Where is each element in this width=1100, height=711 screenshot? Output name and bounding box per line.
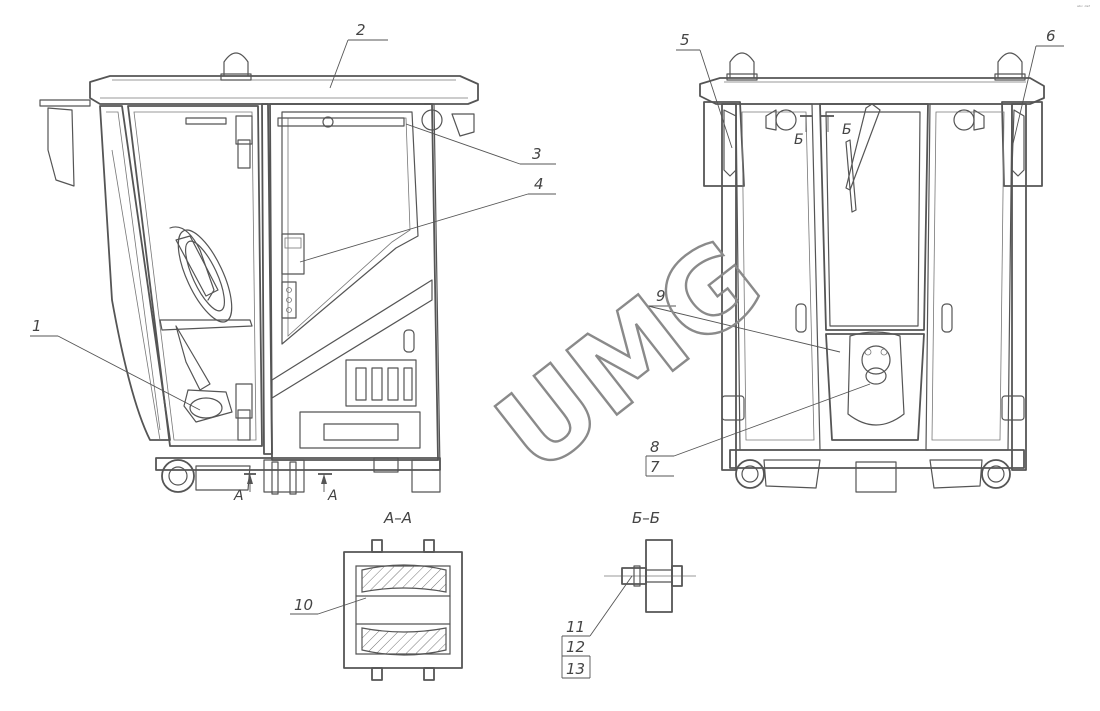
- corner-text: ᵃᵇᶜ ᵈᵉᶠ: [1077, 5, 1091, 11]
- section-a-cut-markers: А А: [233, 473, 338, 504]
- callout-5: 5: [680, 31, 690, 49]
- callout-3: 3: [532, 145, 542, 163]
- cab-side-view: [39, 52, 479, 495]
- callout-13: 13: [566, 660, 585, 678]
- callout-4: 4: [534, 175, 544, 193]
- cab-front-view: [699, 52, 1045, 493]
- callout-numbers: 1 2 3 4 5 6 7 8 9 10 11 12 13: [32, 21, 1056, 678]
- callout-12: 12: [566, 638, 585, 656]
- callout-9: 9: [656, 287, 666, 305]
- callout-11: 11: [566, 618, 585, 636]
- section-a-marker-right: А: [327, 488, 338, 504]
- callout-8: 8: [650, 438, 660, 456]
- callout-2: 2: [356, 21, 366, 39]
- callout-7: 7: [650, 458, 660, 476]
- section-b-marker-left: Б: [794, 132, 804, 148]
- section-b-marker-right: Б: [842, 122, 852, 138]
- section-b-cut-markers: Б Б: [794, 115, 852, 148]
- section-bb-title: Б–Б: [632, 509, 660, 527]
- callout-10: 10: [294, 596, 313, 614]
- section-aa-title: А–А: [383, 509, 412, 527]
- section-a-marker-left: А: [233, 488, 244, 504]
- callout-6: 6: [1046, 27, 1056, 45]
- callout-leaders: [30, 39, 1064, 679]
- section-aa: А–А: [343, 509, 463, 681]
- callout-1: 1: [32, 317, 42, 335]
- section-bb: Б–Б: [604, 509, 696, 613]
